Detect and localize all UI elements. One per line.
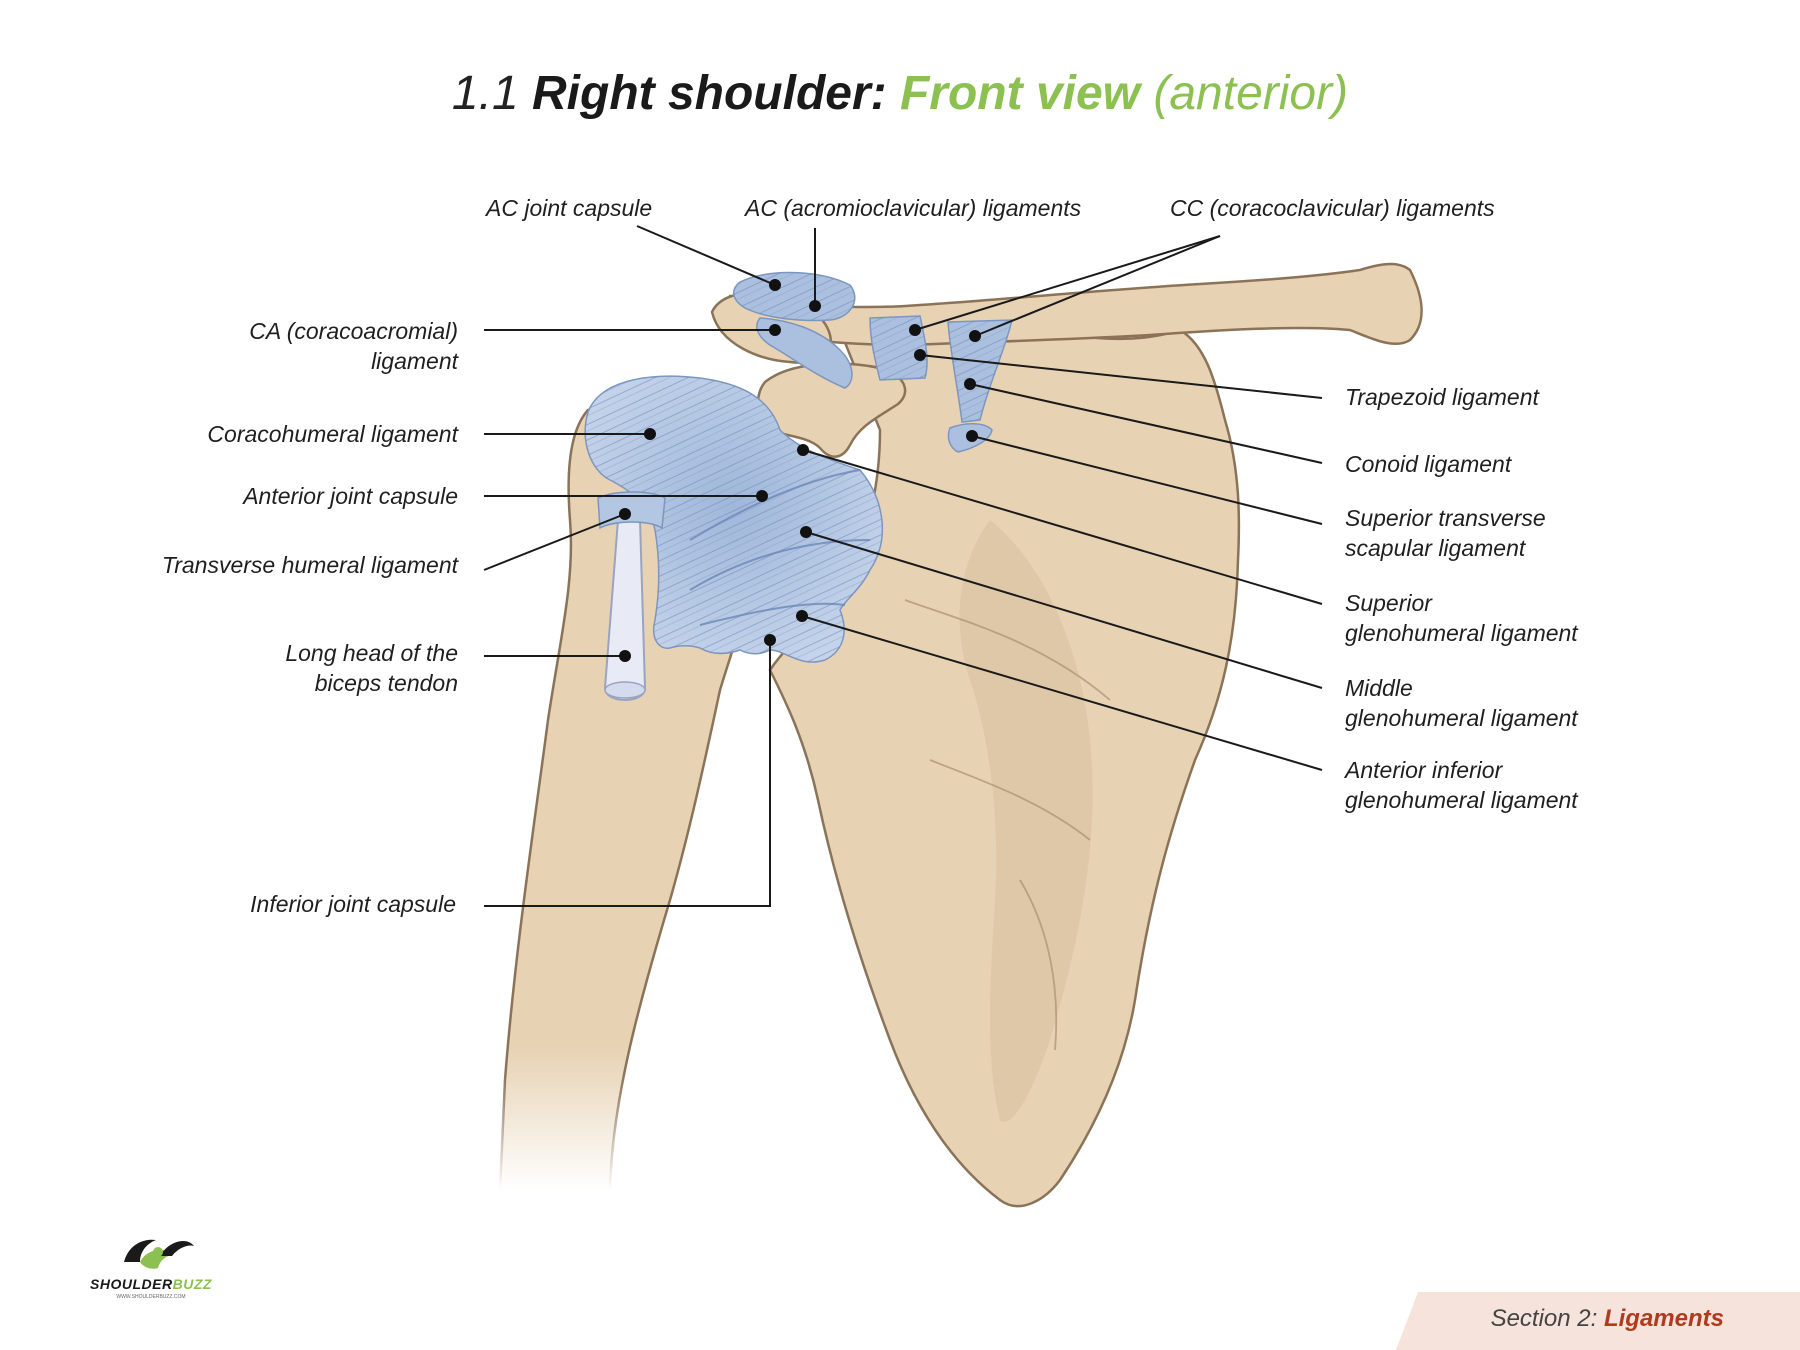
leader-line-trapezoid (919, 354, 1323, 399)
ac-ligaments-fibers (733, 272, 855, 321)
dot-superior-glenohumeral (797, 444, 809, 456)
label-anterior-joint-capsule: Anterior joint capsule (243, 483, 458, 509)
label-superior-glenohumeral: Superior glenohumeral ligament (1345, 588, 1578, 648)
scapula-ridge (904, 599, 1111, 1051)
label-trapezoid: Trapezoid ligament (1345, 384, 1539, 410)
leader-line-middle-glenohumeral (805, 531, 1323, 689)
ca-ligament (756, 317, 853, 389)
leader-line-ac-joint-capsule (636, 225, 776, 286)
dot-trapezoid (914, 349, 926, 361)
scapula-shading (959, 520, 1093, 1122)
biceps-tendon-end (604, 681, 646, 699)
leader-line-superior-transverse-scapular (971, 435, 1323, 525)
page-title: 1.1 Right shoulder: Front view (anterior… (0, 64, 1800, 124)
leader-line-anterior-inferior-glenohumeral (801, 615, 1323, 771)
leader-line-conoid (969, 383, 1323, 464)
shoulderbuzz-logo: SHOULDERBUZZ WWW.SHOULDERBUZZ.COM (76, 1226, 226, 1306)
title-qualifier: (anterior) (1153, 67, 1349, 120)
dot-ac-joint-capsule (769, 279, 781, 291)
leader-line-transverse-humeral (483, 513, 626, 571)
dot-middle-glenohumeral (800, 526, 812, 538)
label-ca-ligament-line2: ligament (371, 348, 458, 374)
label-inferior-joint-capsule: Inferior joint capsule (250, 891, 456, 917)
label-superior-transverse-scapular: Superior transverse scapular ligament (1345, 503, 1546, 563)
title-number: 1.1 (451, 67, 519, 120)
dot-coracohumeral (644, 428, 656, 440)
dot-ac-ligaments (809, 300, 821, 312)
dot-superior-transverse-scapular (966, 430, 978, 442)
dot-anterior-inferior-glenohumeral (796, 610, 808, 622)
footer-section-number: Section 2: (1490, 1305, 1598, 1332)
dot-transverse-humeral (619, 508, 631, 520)
footer-section-label: Section 2: Ligaments (1491, 1305, 1724, 1333)
dot-anterior-joint-capsule (756, 490, 768, 502)
capsule-bands (689, 469, 871, 626)
label-aigh-line1: Anterior inferior (1345, 757, 1503, 783)
dot-cc-ligaments-a (909, 324, 921, 336)
logo-word-shoulder: SHOULDER (90, 1276, 173, 1292)
label-sgh-line1: Superior (1345, 590, 1432, 616)
dot-cc-ligaments-b (969, 330, 981, 342)
leader-line-cc-ligaments-b (974, 235, 1221, 337)
title-view: Front view (899, 67, 1141, 120)
dot-biceps (619, 650, 631, 662)
label-ac-joint-capsule: AC joint capsule (486, 195, 653, 221)
label-conoid: Conoid ligament (1345, 451, 1512, 477)
label-mgh-line2: glenohumeral ligament (1345, 705, 1578, 731)
label-ca-ligament-line1: CA (coracoacromial) (249, 318, 458, 344)
leader-line-superior-glenohumeral (802, 449, 1323, 605)
joint-capsule-fibers (585, 376, 883, 663)
label-anterior-inferior-glenohumeral: Anterior inferior glenohumeral ligament (1345, 755, 1578, 815)
label-transverse-humeral: Transverse humeral ligament (161, 552, 458, 578)
leader-line-cc-ligaments-a (914, 235, 1221, 331)
dot-conoid (964, 378, 976, 390)
label-cc-ligaments: CC (coracoclavicular) ligaments (1170, 195, 1495, 221)
label-ca-ligament: CA (coracoacromial) ligament (249, 316, 458, 376)
label-coracohumeral: Coracohumeral ligament (207, 421, 458, 447)
label-biceps-tendon: Long head of the biceps tendon (285, 638, 458, 698)
label-biceps-line1: Long head of the (285, 640, 458, 666)
leader-lines (483, 225, 1323, 907)
conoid-ligament-fibers (948, 320, 1012, 422)
label-ac-ligaments: AC (acromioclavicular) ligaments (745, 195, 1082, 221)
logo-wordmark: SHOULDERBUZZ (76, 1276, 226, 1292)
title-main: Right shoulder: (532, 67, 887, 120)
label-middle-glenohumeral: Middle glenohumeral ligament (1345, 673, 1578, 733)
logo-word-buzz: BUZZ (172, 1276, 212, 1292)
pointer-dots (619, 279, 981, 662)
transverse-humeral-ligament (597, 491, 666, 530)
label-sgh-line2: glenohumeral ligament (1345, 620, 1578, 646)
footer-section-name: Ligaments (1603, 1305, 1724, 1332)
logo-url: WWW.SHOULDERBUZZ.COM (116, 1294, 186, 1300)
label-mgh-line1: Middle (1345, 675, 1413, 701)
label-sts-line2: scapular ligament (1345, 535, 1526, 561)
leader-line-inferior-joint-capsule (484, 640, 771, 907)
footer-band (1396, 1292, 1800, 1350)
dot-ca-ligament (769, 324, 781, 336)
label-sts-line1: Superior transverse (1345, 505, 1546, 531)
label-aigh-line2: glenohumeral ligament (1345, 787, 1578, 813)
dot-inferior-joint-capsule (764, 634, 776, 646)
label-biceps-line2: biceps tendon (314, 670, 458, 696)
shoulderbuzz-logo-mark (124, 1239, 194, 1269)
